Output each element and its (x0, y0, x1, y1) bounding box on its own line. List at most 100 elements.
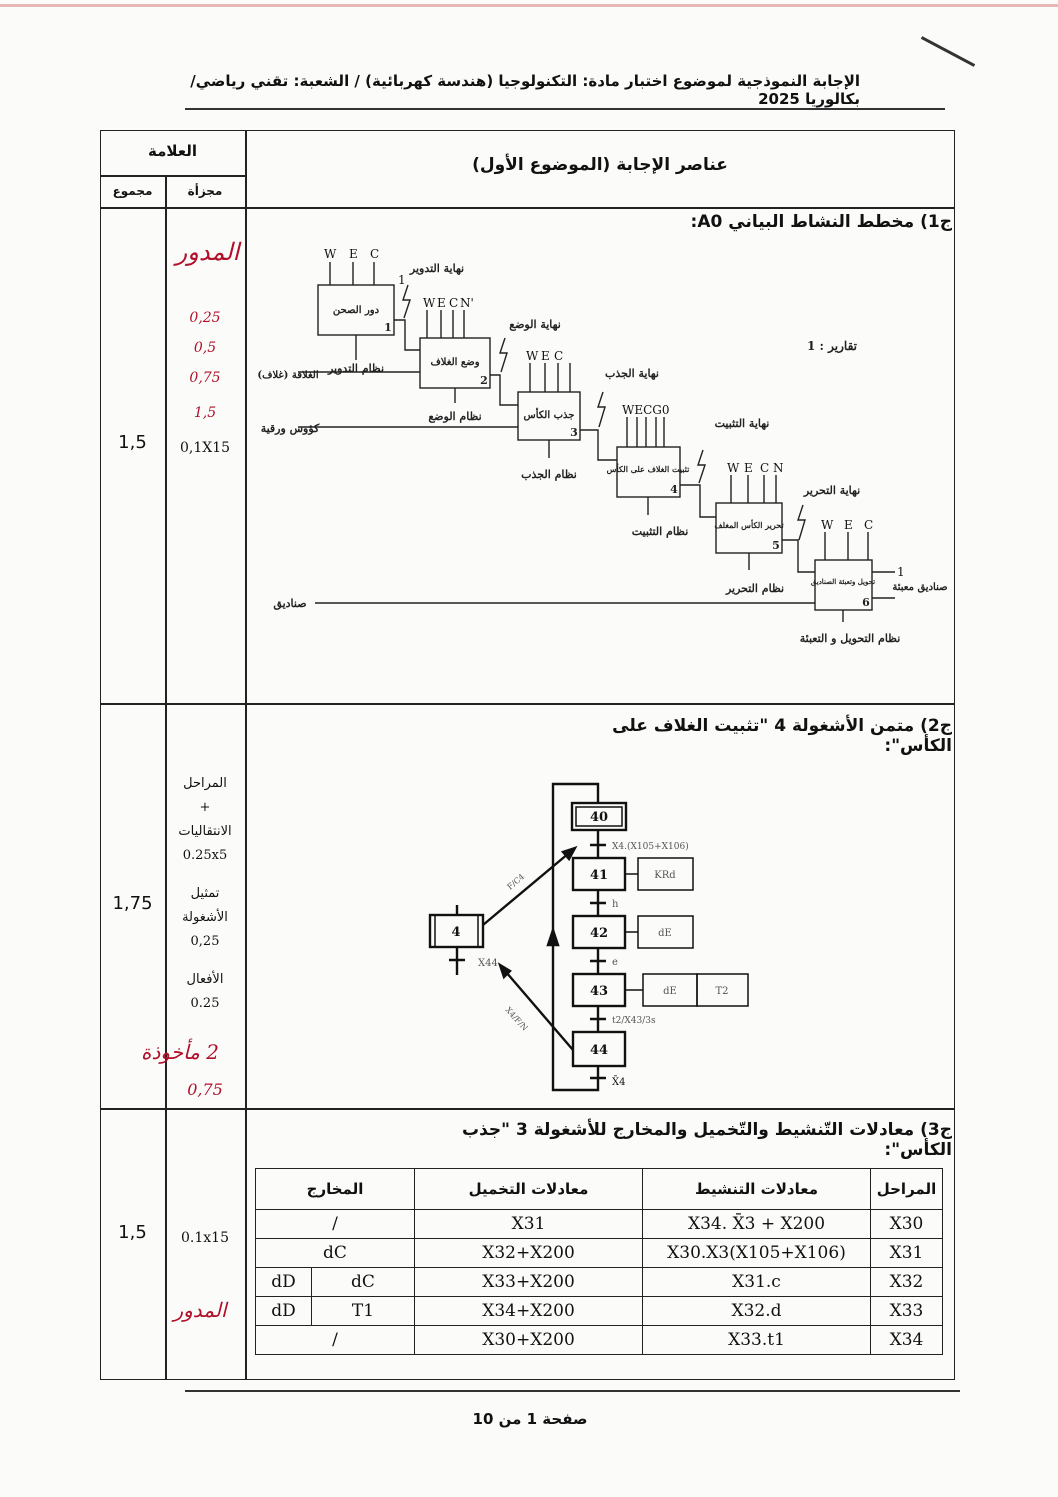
handwritten-mark: 0,5 (193, 340, 217, 356)
a0-box-num: 3 (570, 426, 578, 439)
cell-output: T1 (311, 1296, 415, 1326)
partial-line: تمثيل (190, 886, 220, 901)
task-step-number: 4 (451, 925, 460, 940)
handwritten-mark: 0,25 (189, 310, 221, 326)
flow-4-5 (680, 484, 716, 518)
transition-label: X̄4 (612, 1076, 625, 1088)
partial-line: الأشغولة (182, 910, 228, 925)
control-label: W (727, 461, 740, 475)
q1-partial: 0,1X15 (179, 440, 231, 456)
q1-handwritten-note: المدور (175, 238, 240, 266)
q2-handwritten-note: 2 مأخوذة (141, 1040, 219, 1064)
control-label: E (349, 247, 358, 261)
a0-box-label: تحرير الكأس المغلف (714, 518, 784, 531)
report-arrows (402, 284, 806, 541)
step-number: 40 (590, 810, 608, 825)
control-label: WECG0 (622, 403, 670, 417)
handwritten-mark: 1,5 (193, 405, 217, 421)
header-outputs: المخارج (255, 1168, 415, 1210)
control-label: E (744, 461, 753, 475)
cell-step: X33 (870, 1296, 943, 1326)
a0-end-label: نهاية الوضع (509, 318, 561, 331)
control-arrows (355, 335, 844, 622)
step-number: 42 (590, 926, 608, 941)
control-label: C (449, 296, 458, 310)
a0-box-label: تحويل وتعبئة الصناديق (811, 577, 875, 586)
report-mark: 1 (398, 273, 406, 287)
step-40 (570, 801, 628, 832)
arrow-label: F/C4 (506, 872, 527, 891)
cell-deact: X31 (414, 1209, 643, 1239)
footer-rule (185, 1390, 960, 1392)
col-divider (245, 130, 247, 1380)
partial-header: مجزأة (187, 184, 223, 198)
col-divider (165, 175, 167, 1380)
control-label: E (437, 296, 446, 310)
control-label: W (324, 247, 337, 261)
answer-table (100, 130, 955, 1380)
cell-output: dD (255, 1267, 312, 1297)
loop-arrow-icon (546, 926, 560, 947)
q2-handwritten-mark: 0,75 (187, 1080, 223, 1099)
cell-output: dC (255, 1238, 415, 1268)
a0-end-label: نهاية التحرير (803, 484, 860, 497)
control-label: C (554, 349, 563, 363)
q1-total: 1,5 (118, 432, 147, 453)
page-header-title: الإجابة النموذجية لموضوع اختبار مادة: ال… (190, 72, 860, 108)
header-rule (185, 108, 945, 110)
control-label: C (760, 461, 769, 475)
cell-act: X33.t1 (642, 1325, 871, 1355)
partial-line: 0.25x5 (182, 848, 228, 863)
partial-line: الانتقاليات (178, 824, 232, 839)
a0-box-label: تثبيت الغلاف على الكأس (607, 462, 690, 475)
arrow-head-icon (497, 845, 578, 980)
a0-box-num: 5 (772, 539, 780, 552)
step-44 (571, 1030, 627, 1068)
action-label: KRd (654, 870, 676, 881)
q3-total: 1,5 (118, 1222, 147, 1243)
a0-control-label: نظام الوضع (428, 410, 481, 423)
report-mark: 1 (897, 565, 905, 579)
a0-box-label: وضع الغلاف (430, 357, 479, 368)
cell-output: / (255, 1209, 415, 1239)
input-wrap-label: الغلافة (غلاف) (257, 370, 318, 381)
task-transition-label: X44 (478, 958, 498, 969)
cell-output: / (255, 1325, 415, 1355)
header-deactivation: معادلات التخميل (414, 1168, 643, 1210)
transition-label: h (612, 899, 619, 910)
action-41 (637, 857, 694, 891)
partial-line: الأفعال (186, 972, 224, 987)
cell-deact: X32+X200 (414, 1238, 643, 1268)
q3-title: ج3) معادلات التّنشيط والتّخميل والمخارج … (462, 1120, 952, 1160)
a0-box-num: 6 (862, 596, 870, 609)
action-42 (637, 915, 694, 949)
a0-control-label: نظام التدوير (327, 362, 384, 375)
partial-line: 0.25 (190, 996, 220, 1011)
a0-end-label: نهاية الجذب (605, 367, 659, 380)
step-number: 43 (590, 984, 608, 999)
task-step-4 (428, 913, 485, 949)
control-label: W (423, 296, 436, 310)
cell-deact: X30+X200 (414, 1325, 643, 1355)
step-40-initial (575, 806, 623, 827)
partial-line: المراحل (183, 776, 227, 791)
header-activation: معادلات التنشيط (642, 1168, 871, 1210)
q3-partial: 0.1x15 (181, 1230, 229, 1246)
transition-label: e (612, 957, 618, 968)
control-label: W (821, 518, 834, 532)
cell-output: dD (255, 1296, 312, 1326)
cell-act: X32.d (642, 1296, 871, 1326)
cell-step: X34 (870, 1325, 943, 1355)
header-steps: المراحل (870, 1168, 943, 1210)
q2-total: 1,75 (112, 893, 153, 914)
flow-3-4 (580, 429, 617, 461)
total-header: مجموع (112, 184, 153, 198)
output-boxes-label: صناديق معبئة (892, 582, 947, 593)
q2-partial: المراحل + الانتقاليات 0.25x5 تمثيل الأشغ… (165, 772, 245, 1016)
cell-act: X30.X3(X105+X106) (642, 1238, 871, 1268)
input-boxes-label: صناديق (273, 597, 306, 610)
